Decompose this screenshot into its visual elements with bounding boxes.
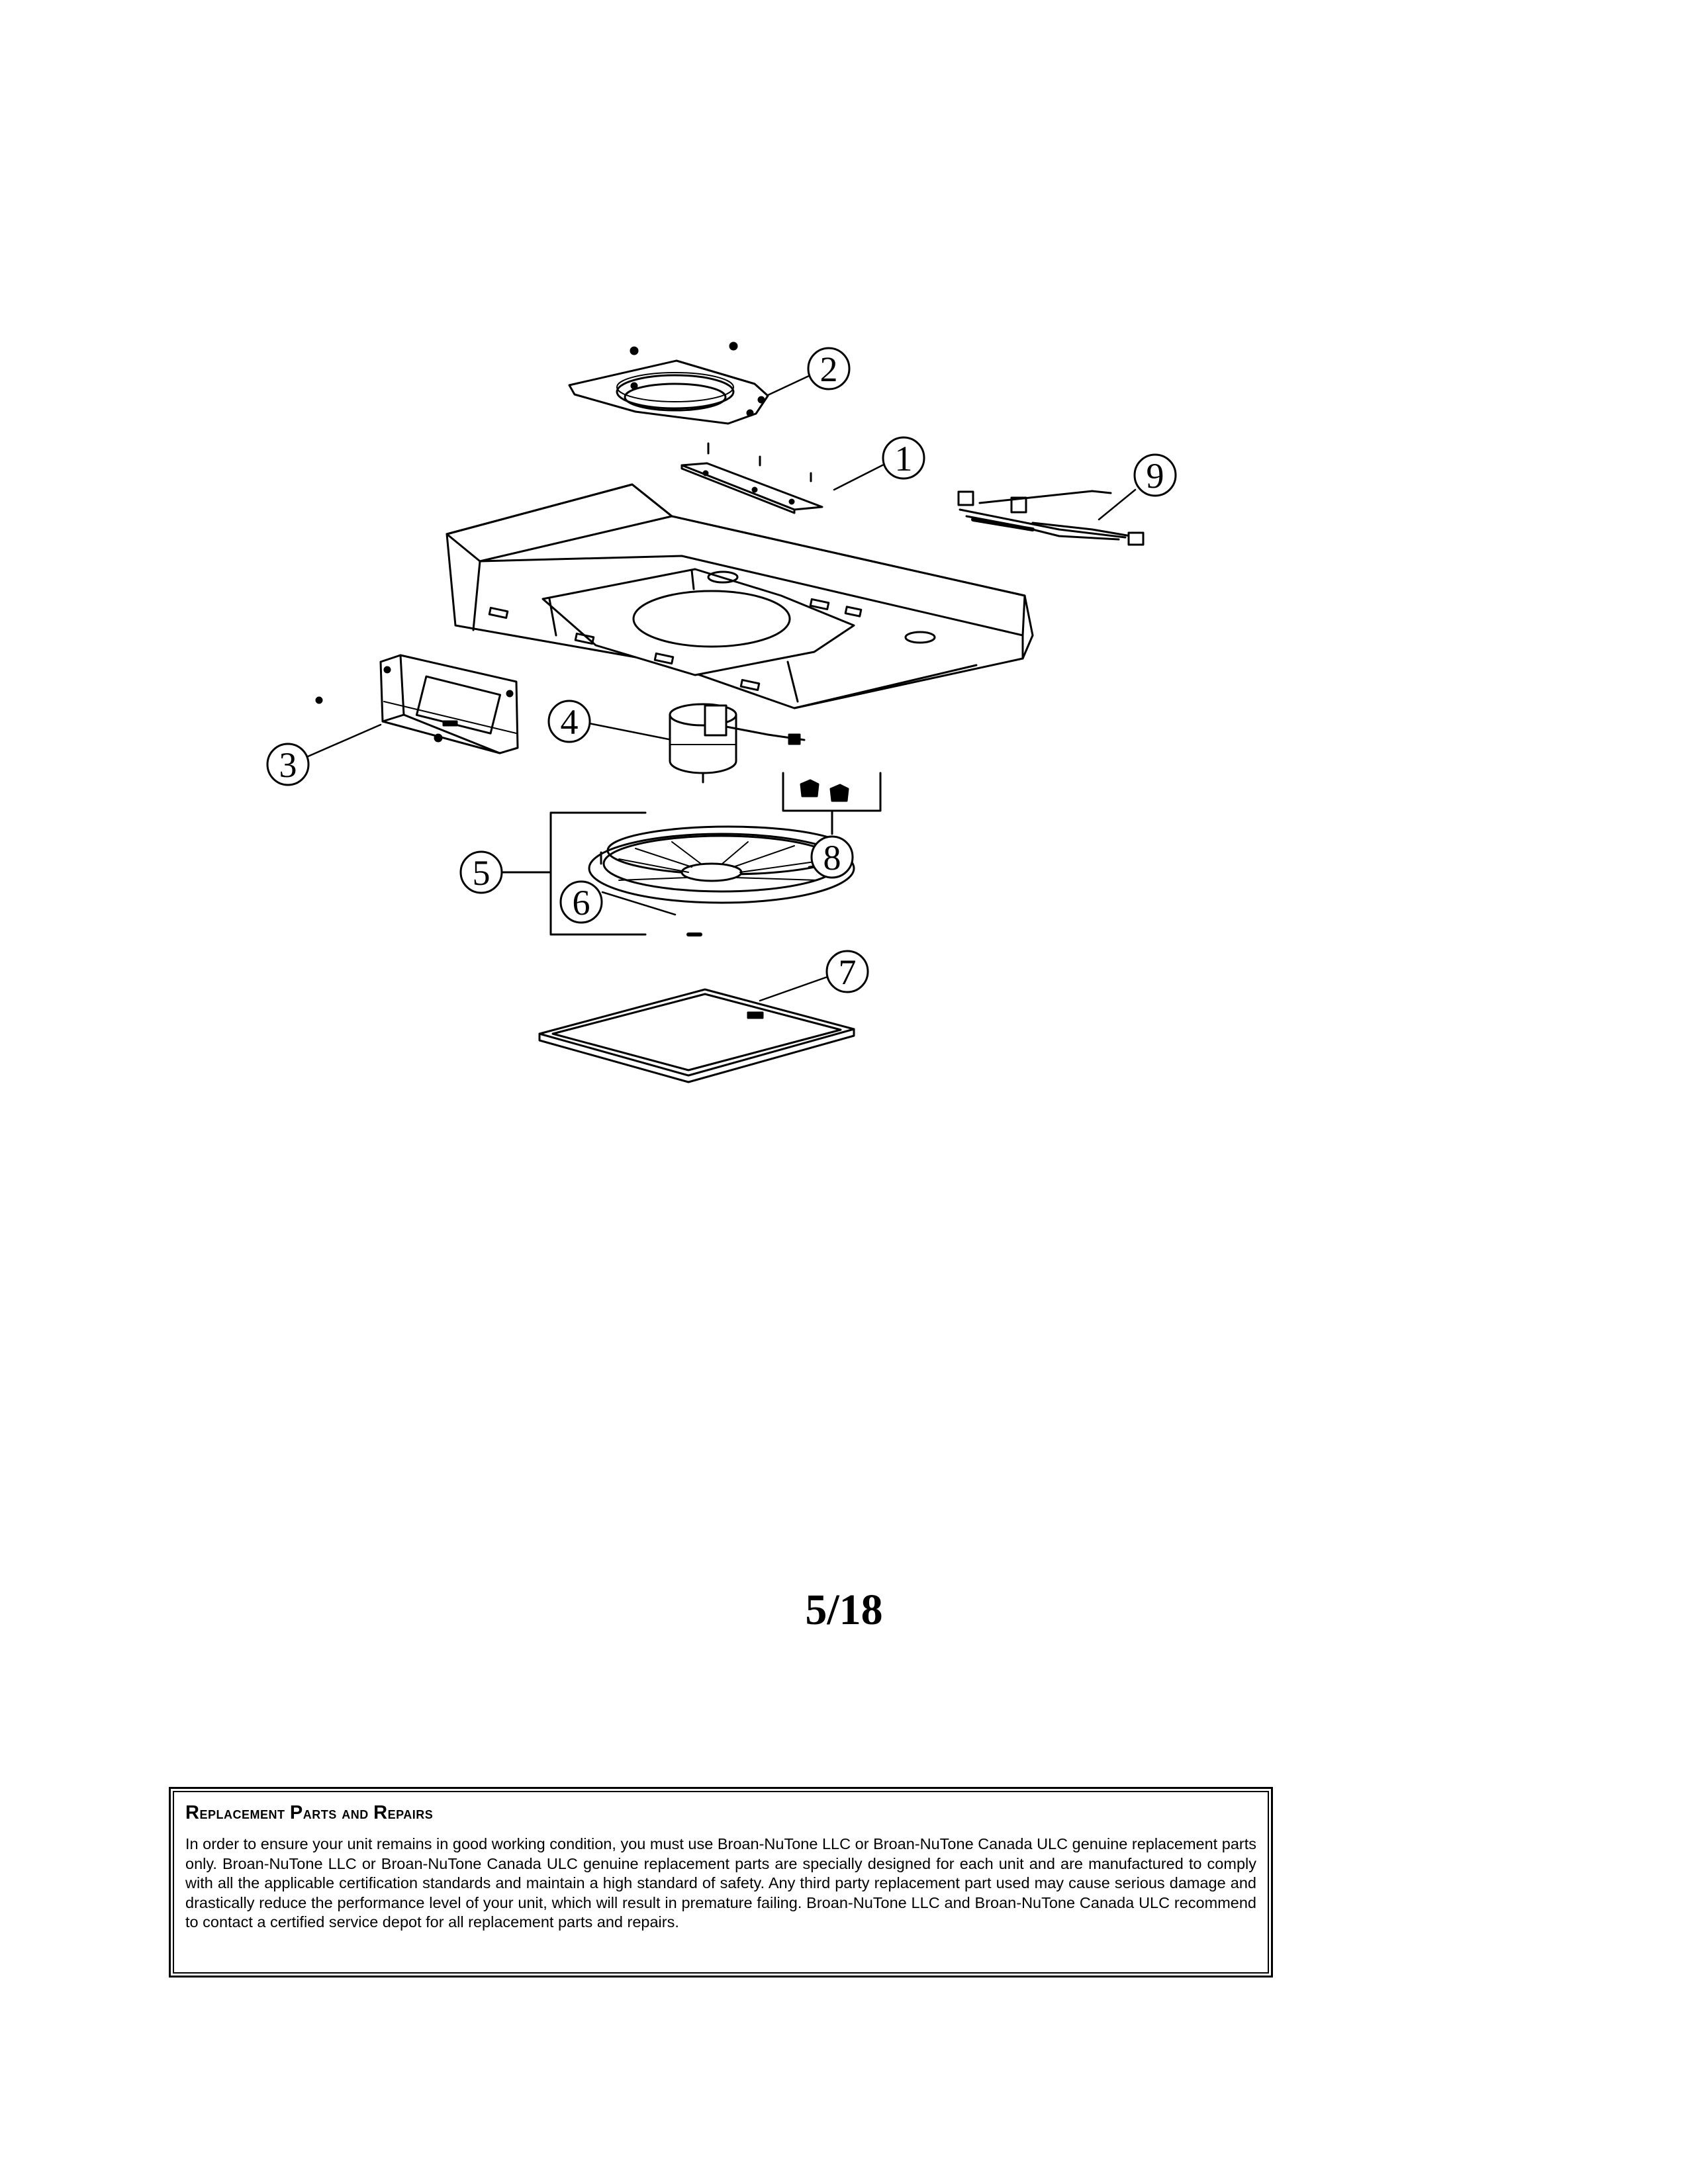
callout-6: 6 xyxy=(559,880,603,924)
svg-text:1: 1 xyxy=(895,439,913,478)
range-hood-body xyxy=(445,483,1034,709)
light-housing xyxy=(315,654,519,754)
callout-1: 1 xyxy=(882,436,925,480)
svg-text:7: 7 xyxy=(839,952,857,992)
svg-text:8: 8 xyxy=(823,838,841,878)
svg-text:3: 3 xyxy=(279,745,297,785)
notice-title: Replacement Parts and Repairs xyxy=(185,1802,434,1823)
notice-body: In order to ensure your unit remains in … xyxy=(185,1835,1256,1931)
page-number: 5/18 xyxy=(805,1586,883,1634)
svg-text:5: 5 xyxy=(473,853,491,893)
light-sockets xyxy=(782,772,882,835)
svg-text:2: 2 xyxy=(820,349,838,389)
damper-plate xyxy=(680,442,823,514)
blower-motor xyxy=(669,703,806,784)
leader-lines xyxy=(306,375,1137,1002)
callout-8: 8 xyxy=(810,835,854,879)
svg-text:4: 4 xyxy=(561,702,579,742)
callout-9: 9 xyxy=(1133,453,1177,497)
callout-5: 5 xyxy=(459,850,503,894)
svg-text:6: 6 xyxy=(573,883,590,923)
grease-filter xyxy=(538,988,855,1083)
svg-text:9: 9 xyxy=(1147,456,1164,496)
blower-wheel-assembly xyxy=(502,811,855,936)
duct-collar-plate xyxy=(568,341,769,425)
wiring-harness xyxy=(957,490,1145,546)
callout-2: 2 xyxy=(807,347,851,390)
replacement-parts-notice: Replacement Parts and Repairs In order t… xyxy=(169,1787,1273,1978)
callout-3: 3 xyxy=(266,743,310,786)
callout-7: 7 xyxy=(825,950,869,993)
callout-markers: 1 2 3 4 5 6 7 xyxy=(266,347,1177,993)
callout-4: 4 xyxy=(547,700,591,743)
